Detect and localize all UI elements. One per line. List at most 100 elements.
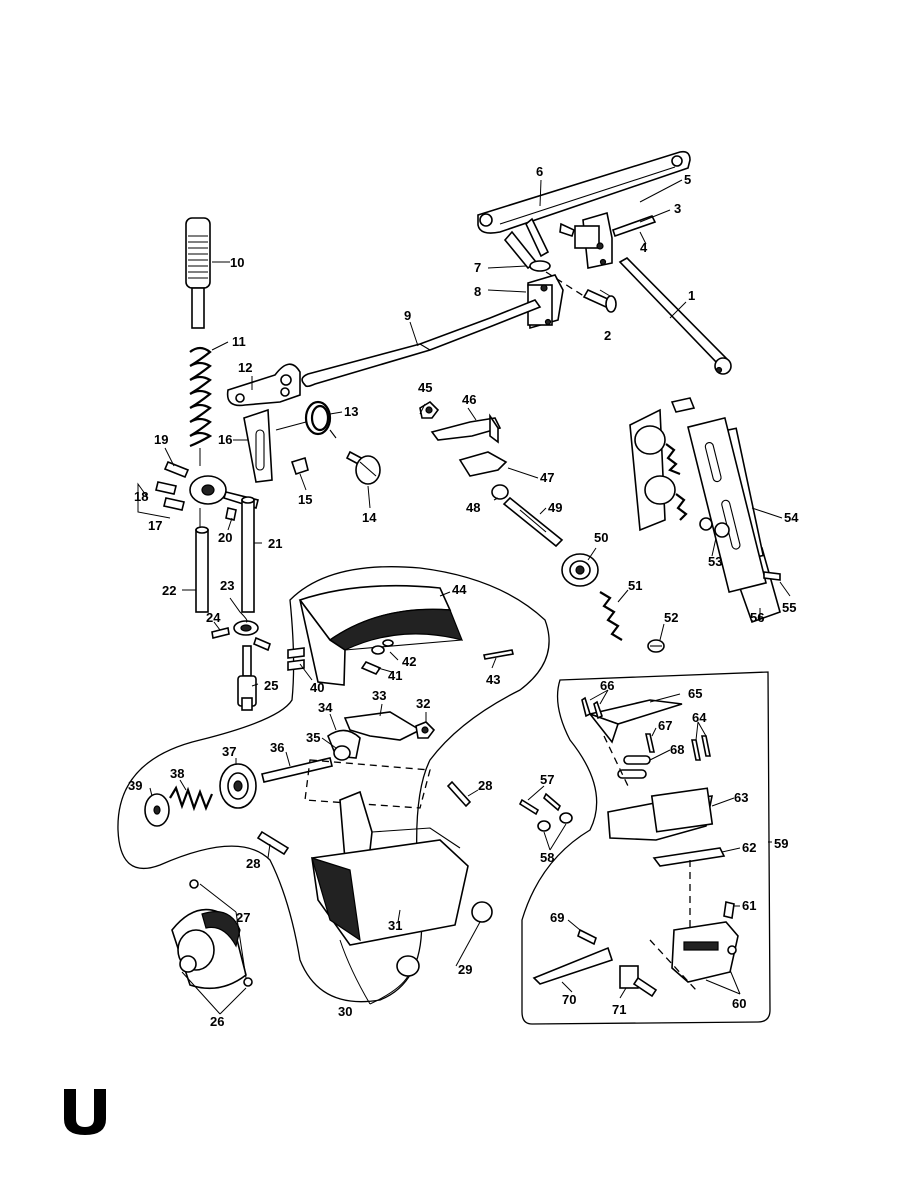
collar-part-23 <box>233 620 259 636</box>
cap-part-39 <box>144 793 170 827</box>
label-53: 53 <box>708 554 722 569</box>
label-11: 11 <box>232 334 246 349</box>
screw-part-7-rod <box>503 217 551 272</box>
label-35: 35 <box>306 730 320 745</box>
shaft-part-36 <box>261 757 333 783</box>
lever-arm-part-6 <box>477 150 691 234</box>
plate-part-46 <box>430 413 502 444</box>
label-52: 52 <box>664 610 678 625</box>
motor-assembly-part-26 <box>171 879 253 990</box>
label-26: 26 <box>210 1014 224 1029</box>
links-part-68 <box>617 755 651 779</box>
label-16: 16 <box>218 432 232 447</box>
screws-part-40 <box>287 647 305 671</box>
label-9: 9 <box>404 308 411 323</box>
nut-part-48 <box>491 484 509 500</box>
block-part-60 <box>671 921 739 983</box>
label-29: 29 <box>458 962 472 977</box>
cover-part-44 <box>298 584 463 686</box>
label-3: 3 <box>674 201 681 216</box>
label-42: 42 <box>402 654 416 669</box>
label-44: 44 <box>452 582 467 597</box>
label-55: 55 <box>782 600 796 615</box>
plate-part-54 <box>687 416 767 594</box>
screws-part-57 <box>518 792 561 816</box>
label-66: 66 <box>600 678 614 693</box>
screw-part-28-left <box>256 830 290 856</box>
pin-part-25 <box>237 645 257 711</box>
screw-part-55 <box>763 571 781 581</box>
label-22: 22 <box>162 583 176 598</box>
label-37: 37 <box>222 744 236 759</box>
nut-part-52 <box>647 639 665 653</box>
leader-lines <box>137 179 791 1015</box>
part-labels: 1 2 3 4 5 6 7 8 9 10 11 12 13 14 15 16 1… <box>128 164 799 1029</box>
clamp-block-part-3 <box>559 211 657 269</box>
blade-part-70 <box>532 946 614 985</box>
label-17: 17 <box>148 518 162 533</box>
bracket-part-47 <box>458 451 508 477</box>
label-69: 69 <box>550 910 564 925</box>
label-30: 30 <box>338 1004 352 1019</box>
label-56: 56 <box>750 610 764 625</box>
label-25: 25 <box>264 678 278 693</box>
spring-plate-part-62 <box>652 847 726 867</box>
label-43: 43 <box>486 672 500 687</box>
label-2: 2 <box>604 328 611 343</box>
label-18: 18 <box>134 489 148 504</box>
label-20: 20 <box>218 530 232 545</box>
label-28b: 28 <box>246 856 260 871</box>
label-40: 40 <box>310 680 324 695</box>
label-39: 39 <box>128 778 142 793</box>
nut-part-45 <box>419 400 440 419</box>
pulley-part-37 <box>219 763 257 809</box>
torsion-spring-part-13 <box>275 400 337 439</box>
label-64: 64 <box>692 710 707 725</box>
label-10: 10 <box>230 255 244 270</box>
knurled-pin-part-10 <box>185 217 211 329</box>
label-1: 1 <box>688 288 695 303</box>
label-19: 19 <box>154 432 168 447</box>
label-14: 14 <box>362 510 377 525</box>
label-38: 38 <box>170 766 184 781</box>
label-65: 65 <box>688 686 702 701</box>
union-special-logo <box>64 1089 106 1135</box>
screw-part-20 <box>225 507 237 521</box>
thumb-screw-part-14 <box>345 450 381 485</box>
label-8: 8 <box>474 284 481 299</box>
nut-part-32 <box>415 721 436 739</box>
label-33: 33 <box>372 688 386 703</box>
registered-mark: ® <box>97 1122 104 1132</box>
label-68: 68 <box>670 742 684 757</box>
label-49: 49 <box>548 500 562 515</box>
label-31: 31 <box>388 918 402 933</box>
label-5: 5 <box>684 172 691 187</box>
bracket-part-16 <box>243 408 273 483</box>
label-48: 48 <box>466 500 480 515</box>
label-61: 61 <box>742 898 756 913</box>
label-6: 6 <box>536 164 543 179</box>
label-7: 7 <box>474 260 481 275</box>
label-47: 47 <box>540 470 554 485</box>
label-34: 34 <box>318 700 333 715</box>
screws-part-66 <box>581 696 603 720</box>
bracket-part-12 <box>226 363 301 407</box>
nut-part-35 <box>333 745 351 761</box>
shaft-part-1 <box>618 257 732 375</box>
label-71: 71 <box>612 1002 626 1017</box>
assembly-bracket-outline <box>304 759 431 809</box>
screw-part-2 <box>582 288 617 313</box>
label-70: 70 <box>562 992 576 1007</box>
spring-part-51 <box>599 591 623 641</box>
label-46: 46 <box>462 392 476 407</box>
rod-part-21 <box>241 496 255 613</box>
label-12: 12 <box>238 360 252 375</box>
assembly-line-7-8 <box>545 271 591 301</box>
label-50: 50 <box>594 530 608 545</box>
washer-part-53 <box>699 517 730 538</box>
enclosure-outline <box>117 566 550 1003</box>
kit-outline-part-59 <box>521 671 771 1025</box>
label-4: 4 <box>640 240 648 255</box>
label-36: 36 <box>270 740 284 755</box>
